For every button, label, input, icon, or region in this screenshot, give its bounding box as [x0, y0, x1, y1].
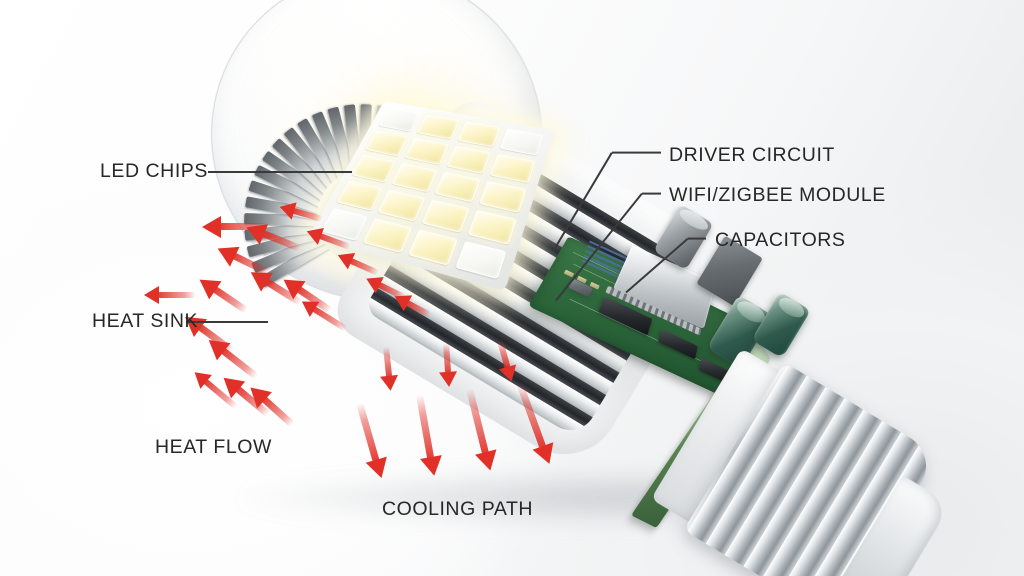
- label-wifi-module: WIFI/ZIGBEE MODULE: [669, 184, 886, 206]
- label-led-chips: LED CHIPS: [100, 160, 208, 182]
- label-driver-circuit: DRIVER CIRCUIT: [669, 144, 835, 166]
- callout-leader-line: [555, 193, 643, 302]
- callout-leader-line: [186, 321, 268, 323]
- callout-leader-line: [642, 193, 661, 195]
- callout-leader-line: [555, 152, 613, 248]
- callout-leader-line: [208, 171, 352, 173]
- callout-leader-line: [688, 238, 706, 240]
- callout-leader-line: [612, 152, 661, 154]
- label-heat-sink: HEAT SINK: [92, 310, 199, 332]
- label-capacitors: CAPACITORS: [715, 229, 846, 251]
- label-heat-flow: HEAT FLOW: [155, 436, 272, 458]
- callout-leader-line: [625, 238, 689, 294]
- label-cooling-path: COOLING PATH: [382, 498, 534, 520]
